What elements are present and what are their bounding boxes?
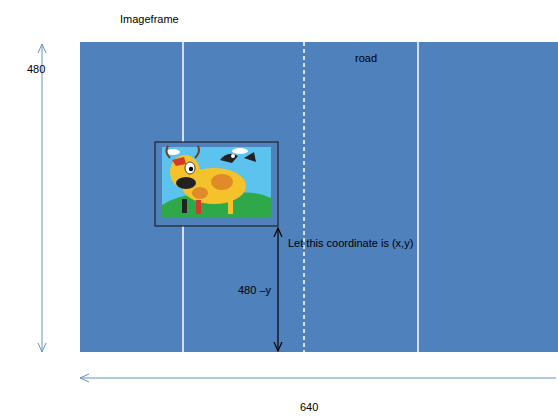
dimension-label: 480 xyxy=(27,63,45,76)
width-arrow xyxy=(80,378,556,379)
dimension-label: 480 –y xyxy=(238,284,271,297)
road-label: road xyxy=(355,52,377,65)
road-frame: road xyxy=(80,42,558,352)
lane-line xyxy=(417,42,419,352)
dimension-label: 640 xyxy=(300,401,318,414)
dimension-arrow xyxy=(277,228,278,351)
lane-dashed-line xyxy=(303,42,305,352)
coordinate-note: Let this coordinate is (x,y) xyxy=(288,237,413,250)
cow-picture xyxy=(155,142,278,226)
frame-title: Imageframe xyxy=(120,13,179,26)
height-arrow xyxy=(42,44,43,352)
